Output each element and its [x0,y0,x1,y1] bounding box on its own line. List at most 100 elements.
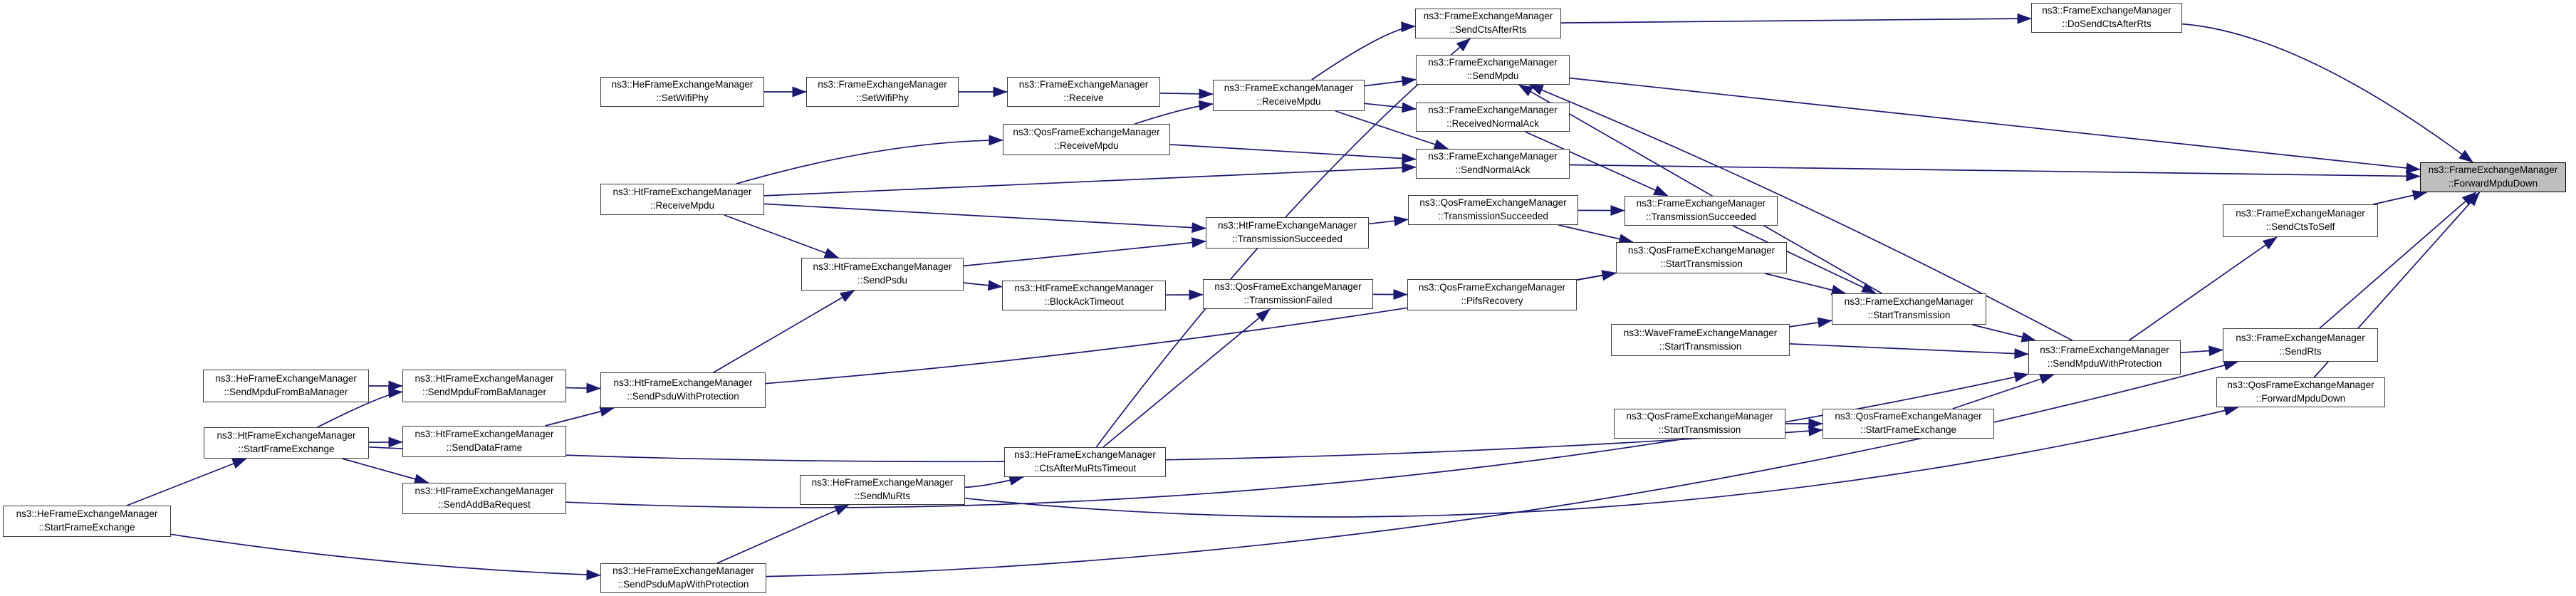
graph-node-method-label: ::SendMpduFromBaManager [224,387,348,397]
edge-htSendPsduProt-to-htSendPsdu [713,290,855,373]
node-qosTransFailed[interactable]: ns3::QosFrameExchangeManager::Transmissi… [1203,279,1373,309]
node-qosStartTrans[interactable]: ns3::QosFrameExchangeManager::StartTrans… [1616,242,1787,273]
edge-heSendMuRts-to-qosForwardMpduDown [964,405,2239,518]
node-heSetWifiPhy[interactable]: ns3::HeFrameExchangeManager::SetWifiPhy [600,77,764,107]
edge-femReceiveMpdu-to-femReceivedNormalAck [1364,102,1417,113]
node-htSendPsdu[interactable]: ns3::HtFrameExchangeManager::SendPsdu [801,258,964,291]
edge-femSendMpdu-to-femForwardMpduDown [1569,77,2421,174]
node-femSendCtsAfterRts[interactable]: ns3::FrameExchangeManager::SendCtsAfterR… [1415,9,1561,38]
graph-node-method-label: ::StartTransmission [1658,424,1741,435]
graph-node-class-label: ns3::HeFrameExchangeManager [16,508,158,520]
graph-node-method-label: ::SendDataFrame [446,442,523,453]
edge-femSendRts-to-femForwardMpduDown [2319,192,2477,329]
graph-node-method-label: ::SendCtsToSelf [2265,221,2335,232]
edge-femTransSucc-to-femStartTrans [1732,225,1877,294]
graph-node-method-label: ::SendPsduWithProtection [627,391,739,402]
graph-node-method-label: ::BlockAckTimeout [1044,296,1124,307]
graph-node-class-label: ns3::FrameExchangeManager [1428,57,1558,68]
node-qosStartFE[interactable]: ns3::QosFrameExchangeManager::StartFrame… [1823,409,1994,439]
graph-node-class-label: ns3::HeFrameExchangeManager [611,79,753,90]
edge-heStartFE-to-hePsduMapProt [170,533,601,580]
node-femReceive[interactable]: ns3::FrameExchangeManager::Receive [1007,77,1160,107]
node-femSetWifiPhy[interactable]: ns3::FrameExchangeManager::SetWifiPhy [806,77,959,107]
graph-node-method-label: ::StartFrameExchange [1860,424,1957,435]
edge-htSendPsdu-to-htBlockAckTimeout [963,280,1003,291]
edge-femSendMpduProt-to-femSendMpdu [1528,84,2072,341]
graph-node-class-label: ns3::HeFrameExchangeManager [1014,449,1156,461]
node-femSendMpduProt[interactable]: ns3::FrameExchangeManager::SendMpduWithP… [2028,340,2181,375]
edge-hePsduMapProt-to-femSendRts [766,360,2239,577]
edge-waveStartTrans-to-femStartTrans [1789,317,1832,328]
node-femTransSucc[interactable]: ns3::FrameExchangeManager::TransmissionS… [1625,196,1778,226]
node-htStartFE[interactable]: ns3::HtFrameExchangeManager::StartFrameE… [204,427,369,459]
graph-node-method-label: ::CtsAfterMuRtsTimeout [1033,463,1137,474]
graph-node-method-label: ::SendNormalAck [1455,164,1531,175]
edge-femStartTrans-to-femSendMpduProt [1972,324,2036,343]
graph-node-class-label: ns3::HeFrameExchangeManager [215,373,357,385]
node-qosPifsRecovery[interactable]: ns3::QosFrameExchangeManager::PifsRecove… [1407,279,1577,310]
node-femForwardMpduDown[interactable]: ns3::FrameExchangeManager::ForwardMpduDo… [2420,162,2566,192]
graph-node-class-label: ns3::QosFrameExchangeManager [1013,127,1160,138]
edge-femReceiveMpdu-to-femSendCtsAfterRts [1311,21,1416,80]
node-qosForwardMpduDown[interactable]: ns3::QosFrameExchangeManager::ForwardMpd… [2216,377,2385,407]
edge-heStartFE-to-htStartFE [126,458,247,506]
graph-node-class-label: ns3::QosFrameExchangeManager [2227,380,2374,391]
edge-htReceiveMpdu-to-femSendNormalAck [763,162,1417,197]
node-hePsduMapProt[interactable]: ns3::HeFrameExchangeManager::SendPsduMap… [600,563,766,593]
graph-node-class-label: ns3::FrameExchangeManager [818,79,947,90]
graph-node-class-label: ns3::HeFrameExchangeManager [612,565,754,577]
node-femReceiveMpdu[interactable]: ns3::FrameExchangeManager::ReceiveMpdu [1213,80,1365,111]
node-femReceivedNormalAck[interactable]: ns3::FrameExchangeManager::ReceivedNorma… [1416,103,1570,132]
edge-femSendNormalAck-to-femForwardMpduDown [1569,164,2421,182]
node-htSendMpduBa[interactable]: ns3::HtFrameExchangeManager::SendMpduFro… [402,370,566,402]
edge-htReceiveMpdu-to-htTransSucc [763,203,1206,234]
edge-qosStartFE-to-femSendMpduProt [1952,374,2055,409]
edge-femDoSendCtsAfterRts-to-femForwardMpduDown [2181,23,2473,163]
node-femSendNormalAck[interactable]: ns3::FrameExchangeManager::SendNormalAck [1416,149,1570,179]
graph-node-method-label: ::SetWifiPhy [856,93,909,103]
node-femDoSendCtsAfterRts[interactable]: ns3::FrameExchangeManager::DoSendCtsAfte… [2031,3,2182,33]
graph-node-class-label: ns3::QosFrameExchangeManager [1835,411,1982,422]
graph-node-class-label: ns3::FrameExchangeManager [1428,104,1558,115]
edge-heCtsAfterMuRtsTimeout-to-qosTransFailed [1102,308,1271,448]
graph-node-method-label: ::ReceivedNormalAck [1446,117,1539,129]
graph-node-method-label: ::StartFrameExchange [38,522,135,533]
node-htSendPsduProt[interactable]: ns3::HtFrameExchangeManager::SendPsduWit… [600,372,766,408]
graph-node-method-label: ::StartFrameExchange [238,444,335,454]
node-qosStartTrans2[interactable]: ns3::QosFrameExchangeManager::StartTrans… [1614,409,1785,439]
node-htBlockAckTimeout[interactable]: ns3::HtFrameExchangeManager::BlockAckTim… [1002,281,1166,310]
edge-htStartFE-to-htSendMpduBa [317,387,403,428]
node-femStartTrans[interactable]: ns3::FrameExchangeManager::StartTransmis… [1832,293,1986,325]
graph-node-method-label: ::StartTransmission [1660,258,1743,269]
graph-node-method-label: ::SendMpdu [1466,70,1519,81]
node-femSendRts[interactable]: ns3::FrameExchangeManager::SendRts [2223,328,2378,362]
node-heStartFE[interactable]: ns3::HeFrameExchangeManager::StartFrameE… [3,506,171,537]
edge-htSendDataFrame-to-htSendPsduProt [545,406,615,427]
graph-node-class-label: ns3::FrameExchangeManager [1018,79,1149,90]
edge-hePsduMapProt-to-heSendMuRts [716,504,850,564]
graph-node-method-label: ::SetWifiPhy [656,93,709,103]
node-htSendDataFrame[interactable]: ns3::HtFrameExchangeManager::SendDataFra… [402,426,566,457]
graph-node-class-label: ns3::HtFrameExchangeManager [613,377,753,389]
node-qosReceiveMpdu[interactable]: ns3::QosFrameExchangeManager::ReceiveMpd… [1003,124,1170,155]
graph-node-method-label: ::ForwardMpduDown [2256,393,2346,404]
node-waveStartTrans[interactable]: ns3::WaveFrameExchangeManager::StartTran… [1611,324,1790,356]
graph-node-method-label: ::StartTransmission [1659,340,1742,352]
node-heSendMpduBa[interactable]: ns3::HeFrameExchangeManager::SendMpduFro… [203,370,369,402]
graph-node-class-label: ns3::QosFrameExchangeManager [1419,197,1567,209]
graph-node-class-label: ns3::HtFrameExchangeManager [813,261,952,273]
node-qosTransSucc[interactable]: ns3::QosFrameExchangeManager::Transmissi… [1408,195,1578,225]
edge-femReceiveMpdu-to-femSendMpdu [1364,75,1417,87]
node-femSendMpdu[interactable]: ns3::FrameExchangeManager::SendMpdu [1416,55,1570,85]
node-htTransSucc[interactable]: ns3::HtFrameExchangeManager::Transmissio… [1206,217,1369,249]
node-femSendCtsToSelf[interactable]: ns3::FrameExchangeManager::SendCtsToSelf [2223,204,2378,237]
node-heCtsAfterMuRtsTimeout[interactable]: ns3::HeFrameExchangeManager::CtsAfterMuR… [1004,447,1166,477]
graph-node-class-label: ns3::FrameExchangeManager [2236,208,2365,219]
graph-node-class-label: ns3::HtFrameExchangeManager [1014,283,1154,294]
node-htSendAddBa[interactable]: ns3::HtFrameExchangeManager::SendAddBaRe… [402,483,566,514]
graph-node-class-label: ns3::FrameExchangeManager [2042,5,2171,16]
graph-node-class-label: ns3::FrameExchangeManager [2236,332,2365,343]
node-heSendMuRts[interactable]: ns3::HeFrameExchangeManager::SendMuRts [800,475,965,505]
node-htReceiveMpdu[interactable]: ns3::HtFrameExchangeManager::ReceiveMpdu [600,184,764,215]
graph-node-method-label: ::TransmissionSucceeded [1646,211,1756,222]
